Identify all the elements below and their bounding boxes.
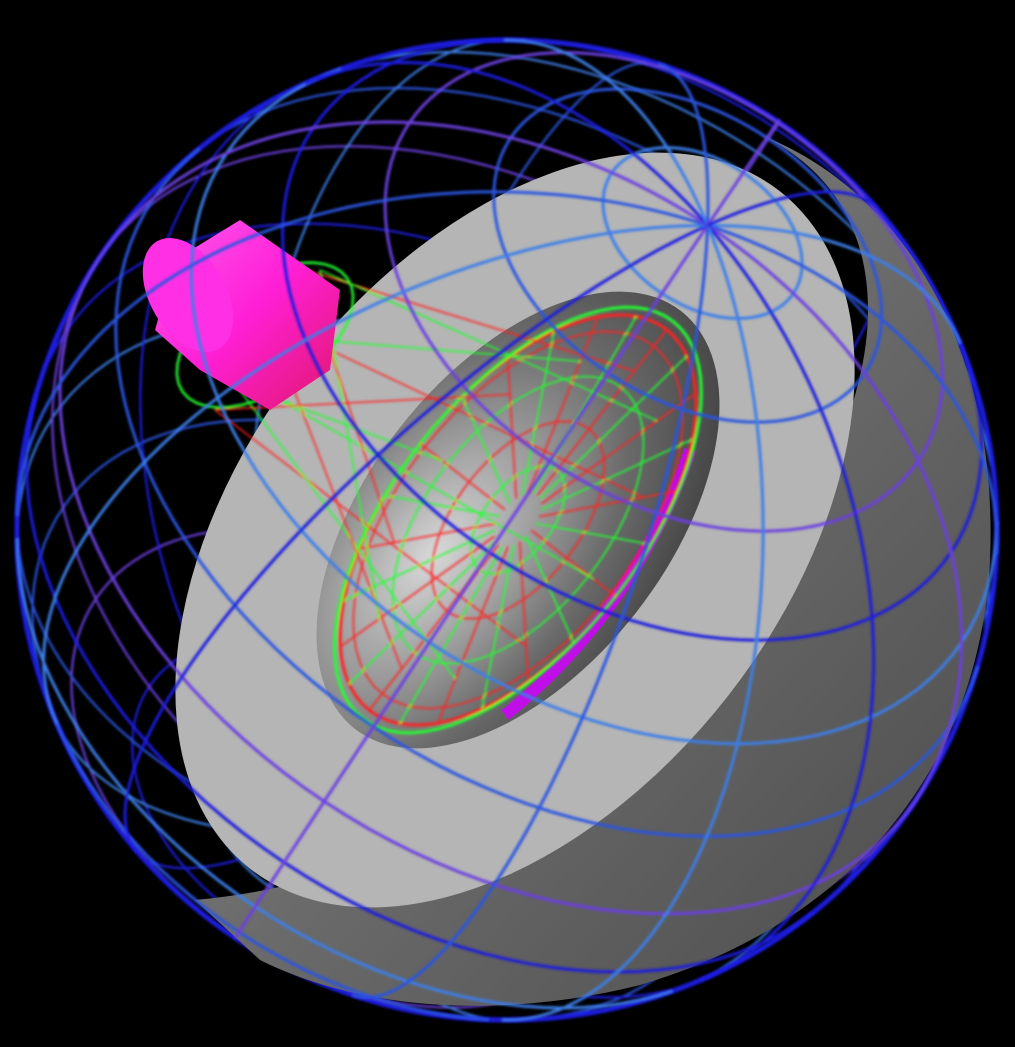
sphere-longitude-line <box>42 223 708 725</box>
sphere-longitude-line <box>698 224 876 982</box>
feed-horn <box>142 220 340 410</box>
feed-strut <box>214 409 526 647</box>
sphere-longitude-line <box>351 225 710 999</box>
feed-strut <box>329 349 396 544</box>
dish-radial-rib <box>399 546 504 725</box>
dish-radial-rib <box>539 355 688 500</box>
dish-radial-rib <box>358 522 497 550</box>
sphere-longitude-line <box>707 223 962 344</box>
dish-radial-rib <box>541 392 697 505</box>
dish-radial-rib <box>481 544 515 709</box>
dish-radial-rib <box>419 442 506 511</box>
dish-radial-rib <box>530 529 617 598</box>
dish-radial-rib <box>384 494 501 518</box>
dish-radial-rib <box>527 316 599 494</box>
sphere-longitude-line <box>15 190 709 517</box>
dish-radial-rib <box>348 540 497 685</box>
dish-radial-rib <box>437 546 509 724</box>
dish-radial-rib <box>519 541 530 682</box>
sphere-latitude-line <box>281 38 984 642</box>
sphere-longitude-line <box>234 224 709 939</box>
feed-strut <box>214 393 511 411</box>
dish-side <box>195 135 991 1006</box>
dish-radial-rib <box>539 490 678 518</box>
sphere-longitude-line <box>707 223 999 555</box>
feed-strut <box>319 269 657 422</box>
feed-strut <box>279 399 594 580</box>
sphere-longitude-line <box>706 190 880 227</box>
sphere-longitude-line <box>123 224 709 854</box>
dish-radial-rib <box>535 522 652 546</box>
sphere-longitude-line <box>501 224 765 1022</box>
sphere-longitude-line <box>304 61 709 227</box>
feed-horn-cap <box>142 238 234 352</box>
dish-radial-rib <box>525 536 575 644</box>
dish-radial-rib <box>532 315 637 494</box>
sphere-latitude-line <box>53 719 490 1022</box>
sphere-longitude-line <box>504 38 709 226</box>
dish-radial-rib <box>461 396 511 504</box>
sphere-longitude-line <box>97 120 709 260</box>
sphere-longitude-line <box>706 118 780 227</box>
sphere-longitude-line <box>706 224 964 812</box>
dish-radial-rib <box>540 438 693 511</box>
dish-radial-rib <box>506 358 517 499</box>
sphere-wireframe-front <box>15 38 999 1022</box>
sphere-latitude-line <box>189 67 999 746</box>
dish-radial-rib <box>339 535 495 648</box>
sphere-longitude-line <box>657 62 710 226</box>
feed-strut <box>279 399 443 462</box>
feed-strut <box>329 349 642 498</box>
